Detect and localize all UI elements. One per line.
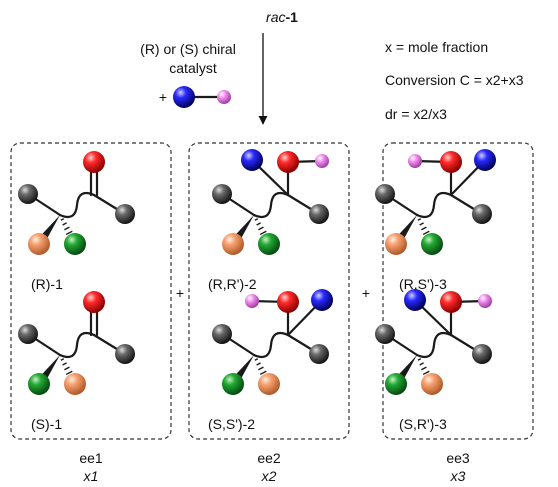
black-sphere-icon <box>212 324 232 344</box>
black-sphere-icon <box>309 204 329 224</box>
orange-sphere-icon <box>222 233 244 255</box>
pink-sphere-icon <box>315 154 329 168</box>
green-sphere-icon <box>28 373 50 395</box>
green-sphere-icon <box>385 373 407 395</box>
black-sphere-icon <box>115 204 135 224</box>
panel-1-top-label: (R)-1 <box>31 276 63 292</box>
blue-sphere-icon <box>241 149 263 171</box>
panel-3-x-label: x3 <box>450 468 466 484</box>
panel-1-bottom-label: (S)-1 <box>31 416 62 432</box>
red-sphere-icon <box>440 151 462 173</box>
orange-sphere-icon <box>385 233 407 255</box>
hash-bond <box>65 370 73 376</box>
definition-mole-fraction: x = mole fraction <box>385 39 488 55</box>
orange-sphere-icon <box>64 373 86 395</box>
panel-3-bottom-label: (S,R')-3 <box>399 416 447 432</box>
panel-2-ee-label: ee2 <box>257 450 281 466</box>
wavy-bond <box>58 191 96 219</box>
green-sphere-icon <box>258 233 280 255</box>
black-sphere-icon <box>375 184 395 204</box>
black-sphere-icon <box>472 344 492 364</box>
panel-3-ee-label: ee3 <box>446 450 470 466</box>
blue-sphere-icon <box>311 289 333 311</box>
hash-bond <box>422 370 430 376</box>
orange-sphere-icon <box>258 373 280 395</box>
pink-sphere-icon <box>217 90 231 104</box>
catalyst-label-line1: (R) or (S) chiral <box>140 41 236 57</box>
hash-bond <box>258 226 264 231</box>
hash-bond <box>254 358 259 361</box>
hash-bond <box>422 230 430 236</box>
hash-bond <box>256 222 261 226</box>
hash-bond <box>421 366 427 371</box>
red-sphere-icon <box>277 151 299 173</box>
wavy-bond <box>58 331 96 359</box>
black-sphere-icon <box>18 324 38 344</box>
hash-bond <box>64 366 70 371</box>
red-sphere-icon <box>83 151 105 173</box>
hash-bond <box>258 366 264 371</box>
plus-sign-1: + <box>176 285 184 301</box>
black-sphere-icon <box>115 344 135 364</box>
hash-bond <box>65 230 73 236</box>
pink-sphere-icon <box>408 154 422 168</box>
molecules-layer <box>18 149 496 395</box>
hash-bond <box>259 370 267 376</box>
orange-sphere-icon <box>28 233 50 255</box>
hash-bond <box>419 222 424 226</box>
hash-bond <box>60 358 65 361</box>
pink-sphere-icon <box>478 294 492 308</box>
substrate-label: rac-1 <box>266 9 298 25</box>
red-sphere-icon <box>83 291 105 313</box>
plus-sign-2: + <box>362 285 370 301</box>
hash-bond <box>259 230 267 236</box>
hash-bond <box>419 362 424 366</box>
orange-sphere-icon <box>421 373 443 395</box>
blue-sphere-icon <box>404 289 426 311</box>
panel-1-x-label: x1 <box>83 468 99 484</box>
green-sphere-icon <box>64 233 86 255</box>
panel-1-box <box>10 142 172 440</box>
blue-sphere-icon <box>474 149 496 171</box>
hash-bond <box>421 226 427 231</box>
green-sphere-icon <box>421 233 443 255</box>
wavy-bond <box>252 191 290 219</box>
hash-bond <box>62 362 67 366</box>
black-sphere-icon <box>309 344 329 364</box>
panel-3-box <box>382 142 534 440</box>
hash-bond <box>256 362 261 366</box>
hash-bond <box>417 218 422 221</box>
panel-1-ee-label: ee1 <box>79 450 103 466</box>
panel-2-box <box>188 142 350 440</box>
wavy-bond <box>415 191 453 219</box>
black-sphere-icon <box>18 184 38 204</box>
hash-bond <box>417 358 422 361</box>
panel-2-x-label: x2 <box>261 468 277 484</box>
wavy-bond <box>415 331 453 359</box>
black-sphere-icon <box>472 204 492 224</box>
definition-dr: dr = x2/x3 <box>385 106 447 122</box>
red-sphere-icon <box>440 291 462 313</box>
hash-bond <box>60 218 65 221</box>
wavy-bond <box>252 331 290 359</box>
hash-bond <box>254 218 259 221</box>
green-sphere-icon <box>222 373 244 395</box>
hash-bond <box>64 226 70 231</box>
black-sphere-icon <box>212 184 232 204</box>
panel-3-top-label: (R,S')-3 <box>399 276 447 292</box>
panel-2-top-label: (R,R')-2 <box>208 276 257 292</box>
definition-conversion: Conversion C = x2+x3 <box>385 72 524 88</box>
hash-bond <box>62 222 67 226</box>
blue-sphere-icon <box>173 86 195 108</box>
red-sphere-icon <box>277 291 299 313</box>
reagent-plus-sign: + <box>159 89 167 105</box>
pink-sphere-icon <box>245 294 259 308</box>
panel-2-bottom-label: (S,S')-2 <box>208 416 255 432</box>
catalyst-label-line2: catalyst <box>169 60 217 76</box>
black-sphere-icon <box>375 324 395 344</box>
